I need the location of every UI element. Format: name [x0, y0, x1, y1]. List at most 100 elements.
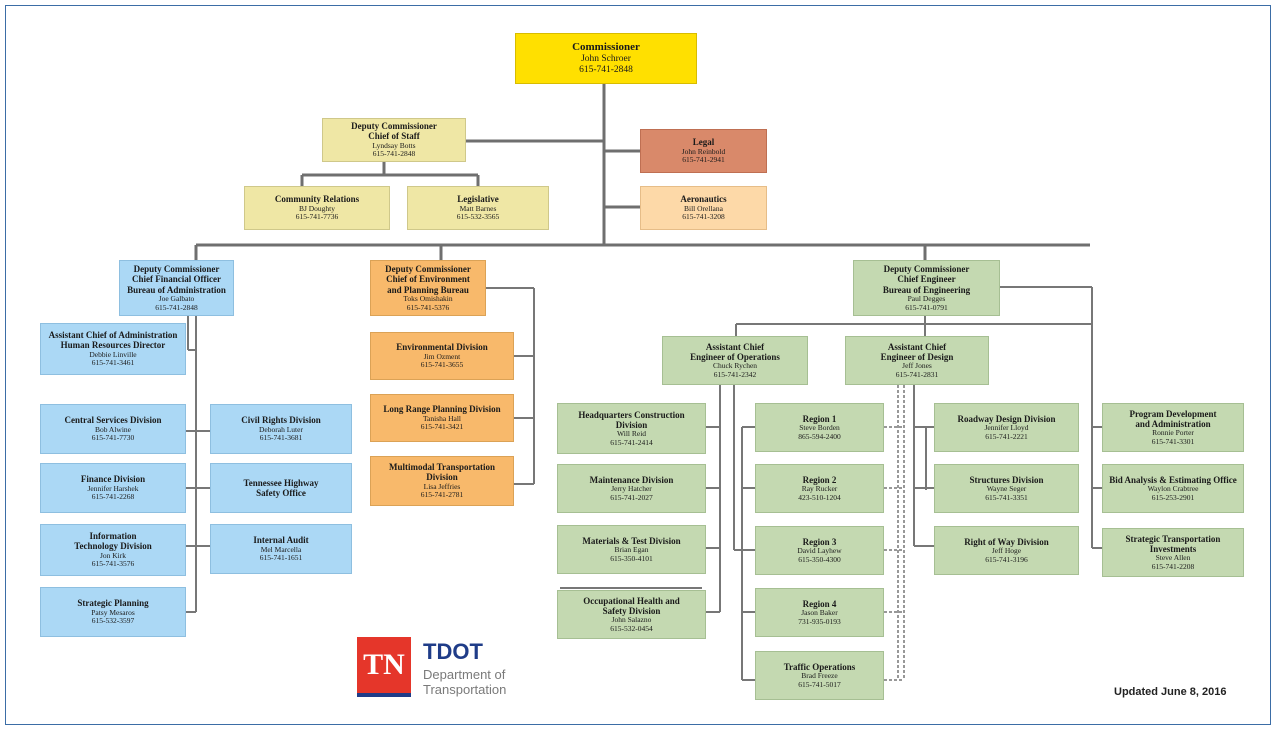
box-phone: 865-594-2400	[798, 431, 841, 441]
box-name: Deborah Luter	[259, 424, 303, 434]
maintenance-box: Maintenance Division Jerry Hatcher 615-7…	[557, 464, 706, 513]
box-phone: 615-253-2901	[1151, 492, 1195, 502]
box-phone: 615-741-2848	[155, 302, 198, 312]
structures-box: Structures Division Wayne Seger 615-741-…	[934, 464, 1079, 513]
box-title: Occupational Health and Safety Division	[583, 595, 680, 616]
box-name: David Layhew	[797, 546, 842, 556]
logo-name: TDOT	[423, 639, 483, 664]
box-title: Commissioner	[572, 41, 640, 54]
box-name: Jeff Jones	[902, 361, 932, 371]
box-title: Region 2	[802, 474, 837, 485]
box-title: Legal	[692, 137, 715, 148]
box-title: Assistant Chief Engineer of Design	[880, 341, 954, 362]
box-title: Assistant Chief Engineer of Operations	[690, 341, 780, 362]
region-2-box: Region 2 Ray Rucker 423-510-1204	[755, 464, 884, 513]
box-title: Roadway Design Division	[957, 413, 1056, 424]
box-name: Chuck Rychen	[712, 361, 758, 371]
bid-analysis-box: Bid Analysis & Estimating Office Waylon …	[1102, 464, 1244, 513]
central-services-box: Central Services Division Bob Alwine 615…	[40, 404, 186, 454]
box-title: Program Development and Administration	[1129, 408, 1217, 429]
box-phone: 615-741-3351	[985, 492, 1028, 502]
box-title: Tennessee Highway Safety Office	[243, 477, 319, 498]
box-name: Jennifer Harshek	[87, 483, 139, 493]
box-phone: 615-532-0454	[610, 623, 653, 633]
deputy-environment-box: Deputy Commissioner Chief of Environment…	[370, 260, 486, 316]
box-phone: 615-741-3576	[91, 559, 135, 569]
box-phone: 423-510-1204	[798, 492, 841, 502]
box-name: Steve Borden	[799, 423, 840, 433]
environmental-division-box: Environmental Division Jim Ozment 615-74…	[370, 332, 514, 380]
box-name: Bill Orellana	[684, 203, 723, 213]
box-name: John Reinbold	[681, 146, 726, 156]
roadway-design-box: Roadway Design Division Jennifer Lloyd 6…	[934, 403, 1079, 452]
information-technology-box: Information Technology Division Jon Kirk…	[40, 524, 186, 576]
box-name: Brian Egan	[614, 545, 649, 555]
box-title: Deputy Commissioner Chief Engineer Burea…	[882, 263, 971, 295]
updated-date: Updated June 8, 2016	[1114, 686, 1227, 698]
internal-audit-box: Internal Audit Mel Marcella 615-741-1651	[210, 524, 352, 574]
logo-subtitle-1: Department of	[423, 667, 506, 682]
box-name: Patsy Mesaros	[91, 607, 135, 617]
box-name: Brad Freeze	[801, 671, 838, 681]
traffic-operations-box: Traffic Operations Brad Freeze 615-741-5…	[755, 651, 884, 700]
box-name: Joe Galbato	[158, 293, 195, 303]
box-phone: 615-741-3655	[420, 360, 464, 370]
aeronautics-box: Aeronautics Bill Orellana 615-741-3208	[640, 186, 767, 230]
box-phone: 615-741-3208	[682, 212, 725, 222]
box-name: Jim Ozment	[423, 351, 461, 361]
right-of-way-box: Right of Way Division Jeff Hoge 615-741-…	[934, 526, 1079, 575]
box-phone: 615-532-3597	[91, 616, 135, 626]
box-title: Multimodal Transportation Division	[389, 462, 495, 483]
logo-subtitle-2: Transportation	[423, 682, 507, 697]
box-phone: 615-741-2848	[579, 64, 633, 75]
box-title: Headquarters Construction Division	[578, 409, 685, 430]
box-phone: 615-741-3461	[91, 358, 135, 368]
legal-box: Legal John Reinbold 615-741-2941	[640, 129, 767, 173]
region-4-box: Region 4 Jason Baker 731-935-0193	[755, 588, 884, 637]
page-frame	[5, 5, 1271, 725]
box-name: Steve Allen	[1155, 553, 1191, 563]
assistant-chief-administration-box: Assistant Chief of Administration Human …	[40, 323, 186, 375]
strategic-planning-box: Strategic Planning Patsy Mesaros 615-532…	[40, 587, 186, 637]
box-name: Wayne Seger	[986, 484, 1027, 494]
assistant-chief-design-box: Assistant Chief Engineer of Design Jeff …	[845, 336, 989, 385]
region-3-box: Region 3 David Layhew 615-350-4300	[755, 526, 884, 575]
deputy-engineering-box: Deputy Commissioner Chief Engineer Burea…	[853, 260, 1000, 316]
box-name: Bob Alwine	[94, 424, 132, 434]
multimodal-transportation-box: Multimodal Transportation Division Lisa …	[370, 456, 514, 506]
materials-test-box: Materials & Test Division Brian Egan 615…	[557, 525, 706, 574]
box-title: Aeronautics	[680, 194, 727, 205]
box-name: Ronnie Porter	[1152, 428, 1194, 438]
box-phone: 615-741-3421	[420, 422, 464, 432]
box-phone: 615-741-2342	[713, 369, 757, 379]
box-name: Ray Rucker	[801, 484, 838, 494]
tn-mark: TN	[357, 637, 411, 693]
box-phone: 615-741-0791	[905, 302, 948, 312]
community-relations-box: Community Relations BJ Doughty 615-741-7…	[244, 186, 390, 230]
box-name: Tanisha Hall	[422, 413, 461, 423]
assistant-chief-operations-box: Assistant Chief Engineer of Operations C…	[662, 336, 808, 385]
box-name: Jason Baker	[801, 608, 838, 618]
box-name: John Salazno	[611, 615, 652, 625]
tdot-logo: TN TDOT Department of Transportation	[357, 637, 522, 699]
box-title: Materials & Test Division	[582, 535, 681, 546]
box-phone: 615-741-2831	[895, 369, 939, 379]
box-name: Lyndsay Botts	[372, 140, 416, 150]
box-title: Region 4	[802, 598, 837, 609]
box-title: Environmental Division	[396, 342, 488, 353]
tn-underline	[357, 693, 411, 697]
box-title: Legislative	[457, 194, 499, 205]
program-development-box: Program Development and Administration R…	[1102, 403, 1244, 452]
box-phone: 615-741-2221	[985, 431, 1028, 441]
box-name: Waylon Crabtree	[1147, 484, 1199, 494]
box-phone: 615-741-2848	[372, 149, 416, 159]
box-name: Mel Marcella	[260, 544, 302, 554]
box-phone: 615-741-7730	[91, 433, 135, 443]
box-phone: 615-741-3301	[1151, 436, 1195, 446]
box-name: Toks Omishakin	[403, 293, 453, 303]
box-title: Information Technology Division	[74, 531, 152, 552]
box-title: Strategic Transportation Investments	[1125, 533, 1221, 554]
box-title: Community Relations	[274, 194, 360, 205]
box-phone: 615-741-2027	[610, 492, 653, 502]
